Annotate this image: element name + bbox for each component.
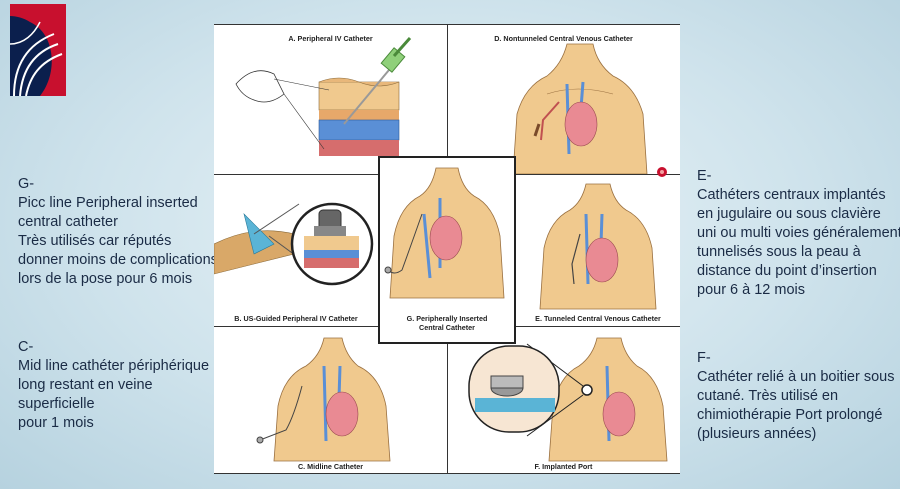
panel-picc: G. Peripherally Inserted Central Cathete…: [378, 156, 516, 344]
panel-implanted-port: F. Implanted Port: [447, 326, 680, 473]
annotation-e: E- Cathéters centraux implantés en jugul…: [697, 168, 900, 298]
panel-tunneled-cvc: E. Tunneled Central Venous Catheter: [516, 174, 680, 326]
logo-icon: [10, 4, 66, 96]
annotation-c: C- Mid line cathéter périphérique long r…: [18, 339, 210, 431]
catheter-collage: A. Peripheral IV Catheter D. Nontunneled…: [214, 24, 680, 474]
tunneled-cvc-illustration: [539, 183, 657, 310]
midline-illustration: [256, 337, 391, 462]
caption-nontunneled-cvc: D. Nontunneled Central Venous Catheter: [494, 34, 633, 43]
picc-illustration: [384, 167, 505, 299]
panel-us-guided-iv: B. US-Guided Peripheral IV Catheter: [214, 174, 378, 326]
flower-icon: [657, 167, 667, 177]
caption-implanted-port: F. Implanted Port: [534, 462, 593, 471]
annotation-g: G- Picc line Peripheral inserted central…: [18, 176, 218, 287]
caption-picc: G. Peripherally Inserted Central Cathete…: [406, 314, 488, 332]
caption-us-guided-iv: B. US-Guided Peripheral IV Catheter: [234, 314, 358, 323]
divider: [214, 473, 680, 474]
panel-nontunneled-cvc: D. Nontunneled Central Venous Catheter: [447, 24, 680, 174]
implanted-port-illustration: [468, 337, 668, 462]
caption-tunneled-cvc: E. Tunneled Central Venous Catheter: [535, 314, 661, 323]
annotation-f: F- Cathéter relié à un boitier sous cuta…: [697, 350, 895, 442]
panel-midline: C. Midline Catheter: [214, 326, 447, 473]
panel-peripheral-iv: A. Peripheral IV Catheter: [214, 24, 447, 174]
us-guided-iv-illustration: [214, 202, 374, 286]
peripheral-iv-illustration: [235, 37, 412, 156]
nontunneled-cvc-illustration: [512, 43, 648, 174]
caption-peripheral-iv: A. Peripheral IV Catheter: [288, 34, 373, 43]
caption-midline: C. Midline Catheter: [297, 462, 364, 471]
